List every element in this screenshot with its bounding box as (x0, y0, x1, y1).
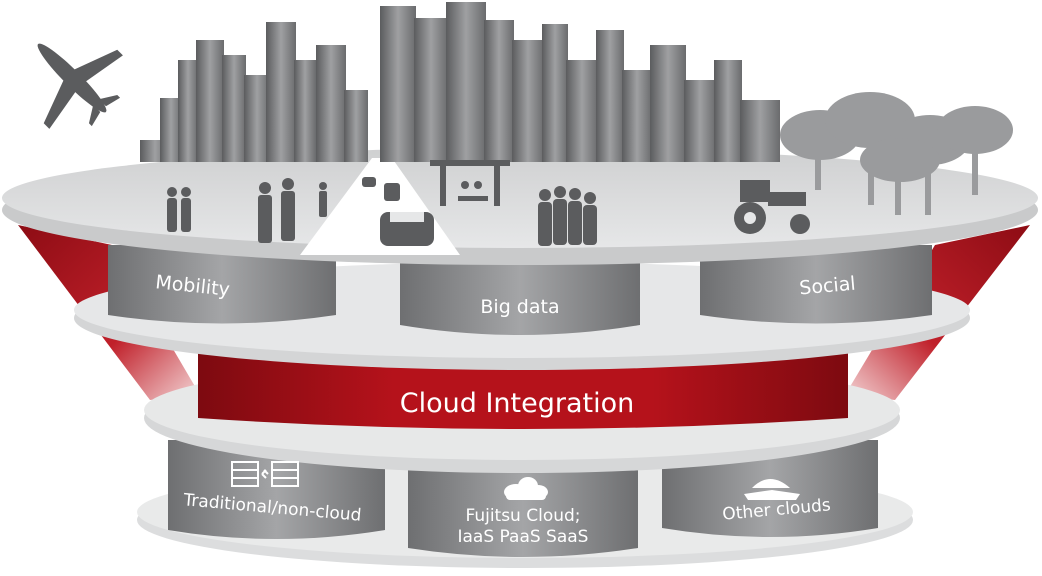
top-cylinders (108, 245, 932, 335)
integration-band (198, 352, 848, 429)
server-icon (231, 461, 299, 487)
people-icon (167, 178, 327, 243)
fujitsu-label-line1: Fujitsu Cloud; (465, 506, 580, 526)
fujitsu-label-line2: IaaS PaaS SaaS (458, 527, 589, 547)
airplane-icon (37, 43, 123, 129)
bus-stop-icon (430, 160, 510, 206)
people-group-icon (538, 186, 597, 246)
trees-icon (780, 92, 1013, 215)
integration-label: Cloud Integration (400, 388, 634, 419)
city-skyline (140, 2, 780, 162)
social-label: Social (798, 273, 856, 300)
bigdata-label: Big data (480, 296, 559, 318)
tractor-icon (734, 180, 810, 234)
handshake-icon (744, 479, 800, 500)
cloud-icon (504, 477, 548, 500)
car-icon (362, 177, 434, 246)
